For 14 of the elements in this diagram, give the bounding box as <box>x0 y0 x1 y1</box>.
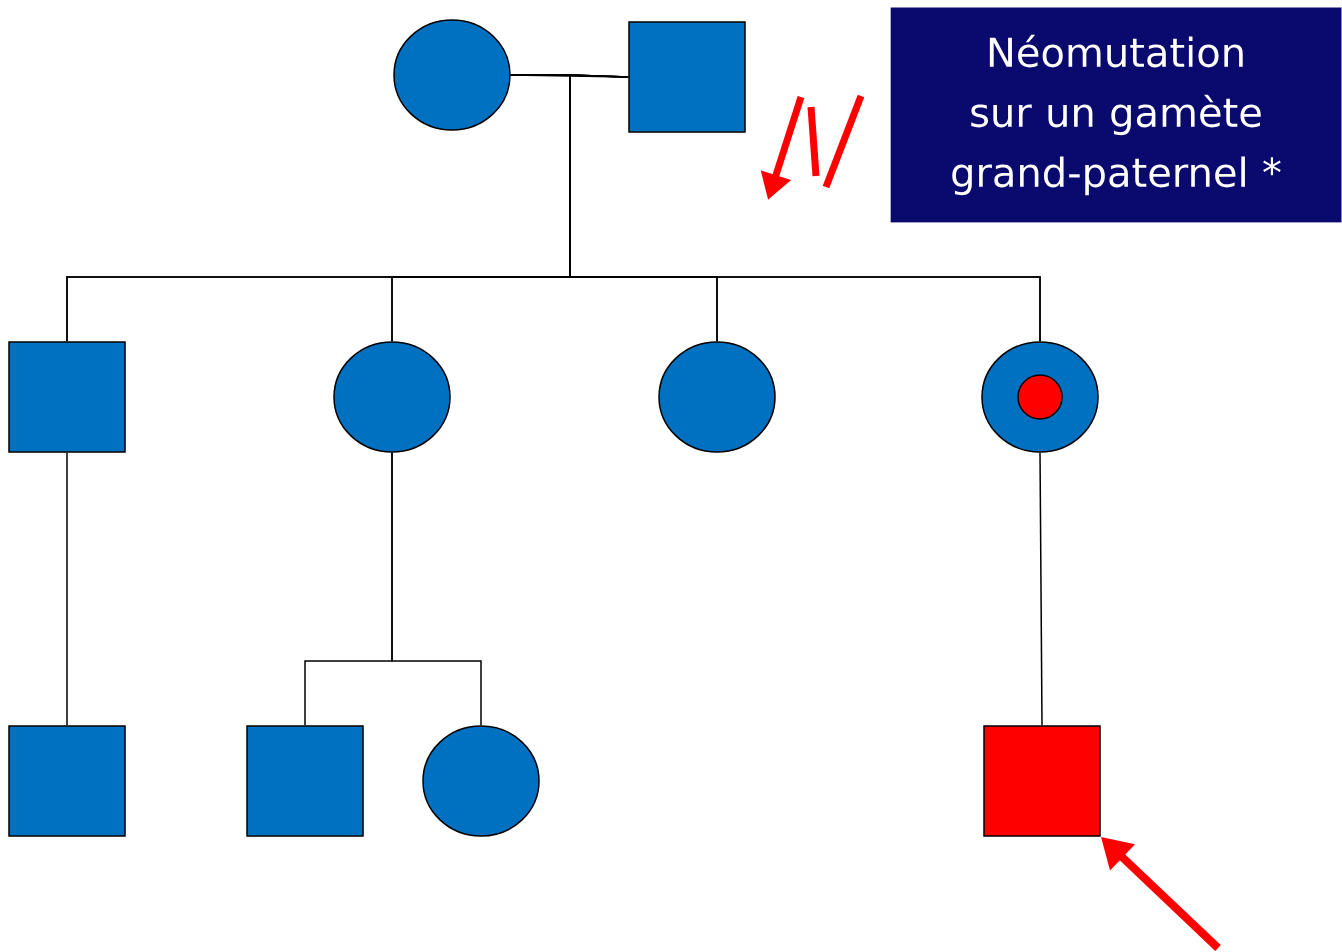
descent-line <box>66 452 68 726</box>
affected-male-symbol <box>983 725 1101 837</box>
descent-line <box>391 452 482 726</box>
female-symbol <box>658 341 776 453</box>
male-symbol <box>628 21 746 133</box>
female-symbol <box>333 341 451 453</box>
female-symbol <box>393 19 511 131</box>
male-symbol <box>8 341 126 453</box>
female-symbol <box>422 725 540 837</box>
male-symbol <box>8 725 126 837</box>
descent-line <box>1039 452 1043 726</box>
title-box: Néomutation sur un gamète grand-paternel * <box>890 7 1342 223</box>
male-symbol <box>246 725 364 837</box>
carrier-symbol <box>981 341 1099 453</box>
